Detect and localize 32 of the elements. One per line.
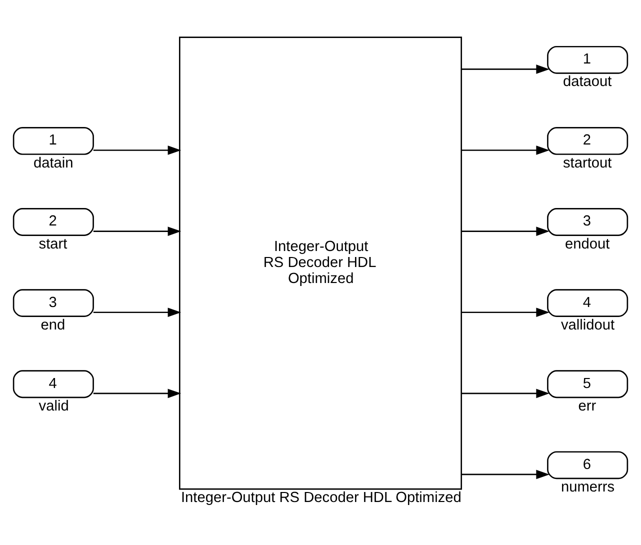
arrow <box>93 226 182 236</box>
arrow <box>93 388 182 398</box>
node-label: endout <box>564 236 610 252</box>
node-label: startout <box>562 155 612 172</box>
node-label: err <box>578 398 596 414</box>
arrow <box>461 146 550 155</box>
node-box: 2 <box>547 127 628 155</box>
node-box: 3 <box>547 208 628 236</box>
arrow <box>461 308 550 318</box>
node-label: valid <box>38 398 69 414</box>
node-label: end <box>40 317 66 334</box>
node-box: 1 <box>12 127 94 155</box>
node-box: Integer-Output RS Decoder HDL Optimized <box>179 36 462 490</box>
node-label: datain <box>33 155 74 172</box>
arrow <box>461 226 550 236</box>
arrow <box>93 146 182 155</box>
node-label: numerrs <box>561 479 615 496</box>
node-box: 2 <box>12 208 94 236</box>
node-label: start <box>38 236 68 252</box>
node-label: dataout <box>562 74 612 90</box>
node-box: 6 <box>547 451 628 480</box>
node-box: 5 <box>547 370 628 398</box>
node-box: 1 <box>547 46 628 74</box>
node-label: Integer-Output RS Decoder HDL Optimized <box>180 490 462 506</box>
arrow <box>93 308 182 318</box>
node-box: 4 <box>12 370 94 398</box>
arrow <box>461 470 550 480</box>
node-box: 3 <box>12 289 94 318</box>
node-box: 4 <box>547 289 628 318</box>
arrow <box>461 64 550 74</box>
arrow <box>461 388 550 398</box>
node-label: vallidout <box>561 317 615 334</box>
